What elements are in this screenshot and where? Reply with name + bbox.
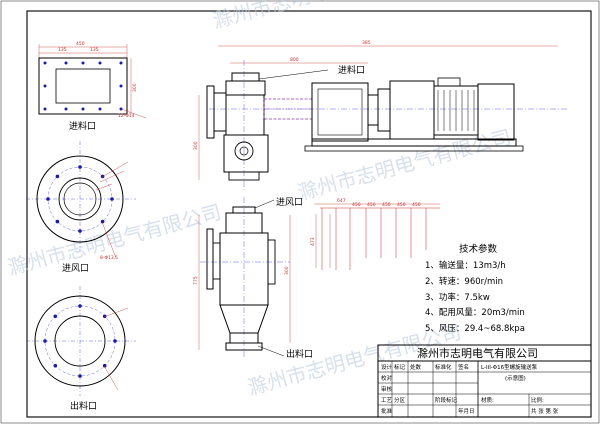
dim-385: 385: [362, 40, 371, 46]
label-inlet-detail: 进料口: [69, 120, 96, 132]
outlet-flange-view: 出料口: [26, 286, 136, 412]
technical-specs: 技术参数 1、输送量：13m3/h 2、转速：960r/min 3、功率：7.5…: [425, 243, 525, 334]
label-outlet-detail: 出料口: [70, 400, 97, 412]
spec-item: 2、转速：960r/min: [425, 276, 503, 287]
svg-text:工艺: 工艺: [381, 397, 393, 404]
dim-8-holes: 8-Φ13.5: [100, 255, 118, 261]
company-name: 滁州市志明电气有限公司: [417, 346, 538, 360]
svg-text:标准化: 标准化: [435, 363, 452, 371]
svg-text:135: 135: [90, 47, 99, 53]
drawing-subtitle: (示意图): [505, 374, 526, 382]
sheet-field: 共 张 第 张: [531, 407, 559, 415]
pump-side-view: 775 300 进风口 出料口: [193, 197, 313, 360]
svg-text:年月日: 年月日: [458, 407, 475, 415]
dim-12-holes: 12-Φ14: [118, 113, 135, 119]
svg-text:775: 775: [193, 276, 199, 285]
watermark: 滁州市志明电气有限公司 滁州市志明电气有限公司 滁州市志明电气有限公司 滁州市志…: [5, 0, 514, 400]
svg-text:签名: 签名: [458, 363, 469, 371]
label-air-inlet-side: 进风口: [276, 197, 303, 208]
spec-item: 1、输送量：13m3/h: [425, 260, 506, 271]
svg-text:阶段标记: 阶段标记: [435, 396, 458, 404]
svg-text:滁州市志明电气有限公司: 滁州市志明电气有限公司: [5, 200, 224, 280]
svg-text:300: 300: [132, 83, 138, 92]
svg-text:分区: 分区: [394, 396, 406, 404]
svg-text:处数: 处数: [410, 363, 422, 371]
drawing-frame: [26, 10, 592, 418]
dim-473: 473: [310, 237, 316, 246]
label-outlet-side: 出料口: [286, 348, 313, 360]
drawing-title: L-III-Φ16型螺旋输送泵: [481, 363, 538, 371]
label-inlet-top: 进料口: [338, 64, 365, 76]
svg-text:300: 300: [193, 141, 199, 150]
spec-item: 3、功率：7.5kw: [425, 292, 490, 303]
title-block: [377, 344, 592, 418]
svg-text:450: 450: [397, 202, 406, 208]
dim-135: 135: [58, 47, 67, 53]
air-inlet-flange-view: 8-Φ13.5 进风口: [26, 141, 136, 274]
spec-item: 4、配用风量：20m3/min: [425, 308, 525, 318]
svg-text:450: 450: [382, 202, 391, 208]
scale-field: 比例:: [531, 396, 544, 404]
svg-text:校对: 校对: [381, 374, 393, 382]
svg-text:300: 300: [284, 266, 290, 275]
svg-text:450: 450: [352, 202, 361, 208]
svg-text:450: 450: [412, 202, 421, 208]
svg-text:批准: 批准: [381, 407, 393, 415]
spec-item: 5、风压：29.4~68.8kpa: [425, 324, 525, 334]
inlet-flange-view: 450 135 135 300 12-Φ14 进料口: [38, 41, 147, 132]
dim-450: 450: [76, 41, 85, 47]
svg-text:滁州市志明电气有限公司: 滁州市志明电气有限公司: [295, 125, 514, 205]
dim-647: 647: [337, 198, 346, 204]
svg-text:450: 450: [367, 202, 376, 208]
pump-elevation-view: 385 800: [193, 40, 567, 190]
svg-text:审核: 审核: [381, 385, 393, 393]
svg-text:设计: 设计: [381, 363, 393, 371]
label-air-inlet-detail: 进风口: [62, 263, 89, 274]
dimension-layout: 647 450 450 450 450 450 473: [310, 198, 440, 270]
material-field: 材质:: [481, 396, 494, 404]
svg-text:标记: 标记: [394, 363, 406, 371]
specs-title: 技术参数: [459, 243, 498, 255]
dim-800: 800: [290, 57, 299, 63]
svg-text:滁州市志明电气有限公司: 滁州市志明电气有限公司: [210, 0, 429, 33]
